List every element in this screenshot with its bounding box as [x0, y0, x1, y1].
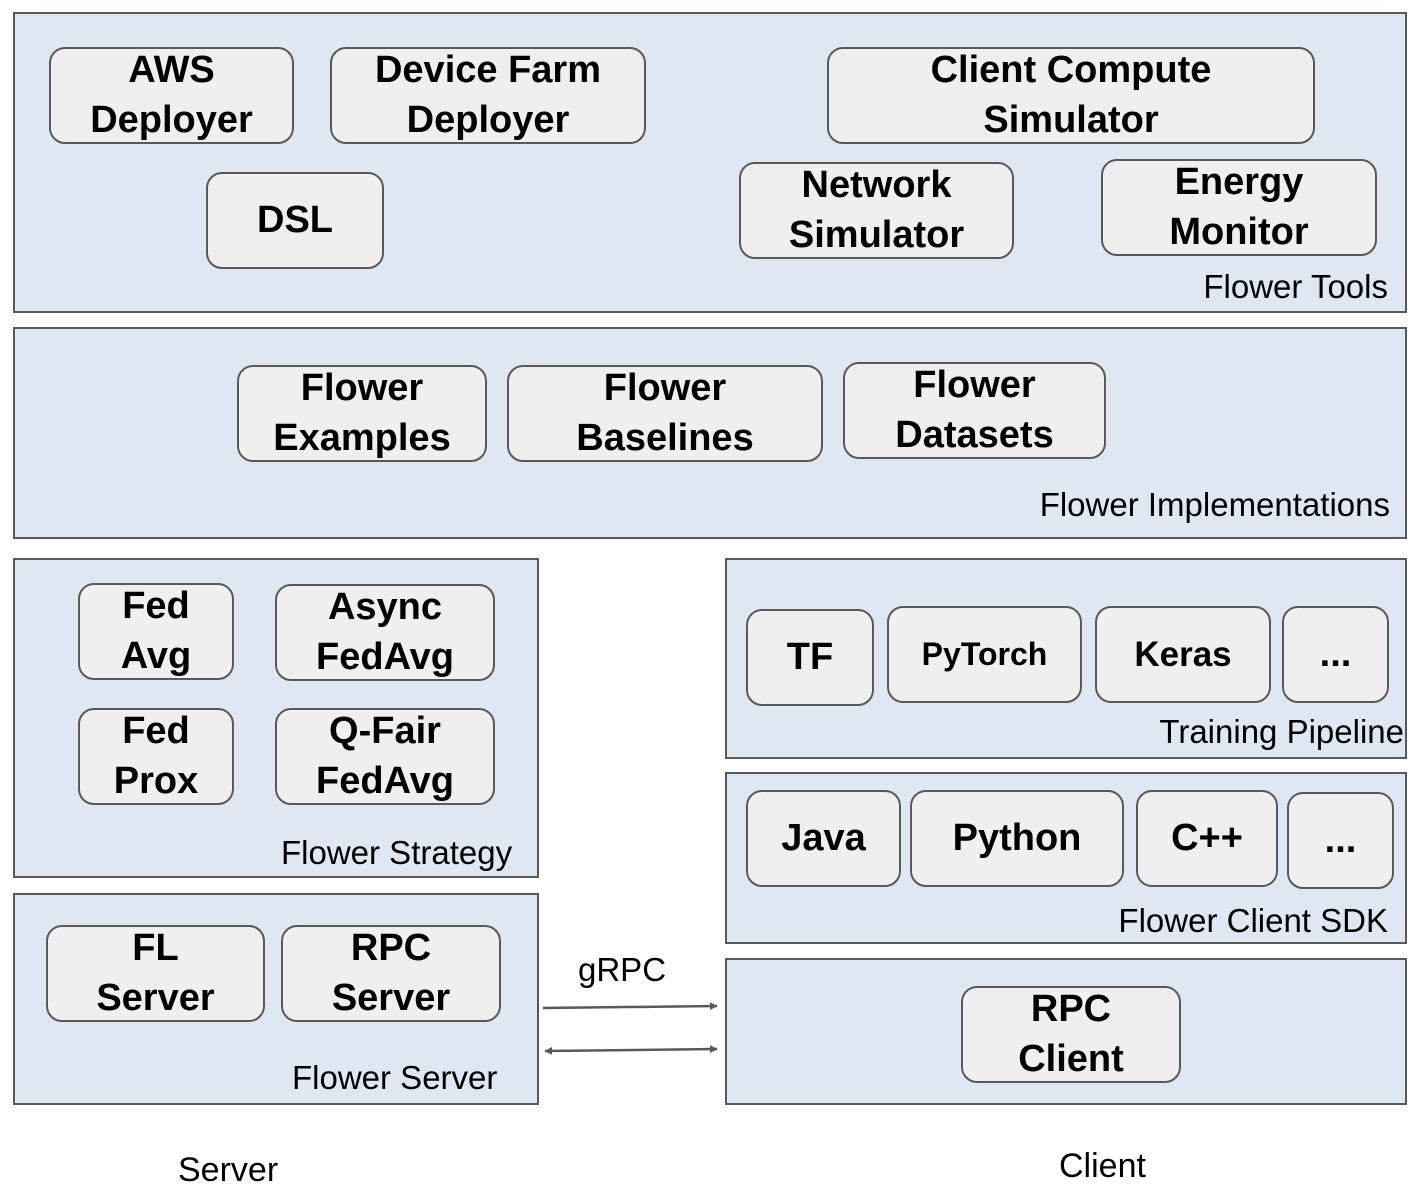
grpc-label: gRPC	[578, 951, 667, 988]
client-compute-simulator-label: Client Compute Simulator	[930, 49, 1212, 141]
network-simulator-label: Network Simulator	[788, 164, 965, 256]
tf-box: TF	[746, 609, 874, 706]
training-more-box: ...	[1282, 606, 1389, 703]
energy-monitor-box: Energy Monitor	[1101, 159, 1377, 256]
server-section-label: Server	[178, 1151, 279, 1189]
client-section-label: Client	[1059, 1147, 1146, 1185]
flower-implementations-label: Flower Implementations	[1039, 486, 1390, 523]
fedavg-box: Fed Avg	[78, 583, 234, 680]
fl-server-box: FL Server	[46, 925, 265, 1022]
rpc-server-label: RPC Server	[331, 927, 451, 1019]
pytorch-label: PyTorch	[921, 635, 1048, 672]
fedprox-label: Fed Prox	[113, 710, 199, 802]
flower-server-label: Flower Server	[292, 1059, 498, 1096]
keras-label: Keras	[1134, 634, 1232, 674]
java-box: Java	[746, 790, 901, 887]
rpc-server-box: RPC Server	[281, 925, 501, 1022]
java-label: Java	[781, 816, 866, 859]
cpp-label: C++	[1171, 816, 1243, 859]
aws-deployer-box: AWS Deployer	[49, 47, 294, 144]
flower-strategy-label: Flower Strategy	[281, 834, 513, 871]
async-fedavg-box: Async FedAvg	[275, 584, 495, 681]
flower-client-sdk-label: Flower Client SDK	[1118, 902, 1388, 939]
flower-datasets-box: Flower Datasets	[843, 362, 1106, 459]
training-pipeline-label: Training Pipeline	[1159, 713, 1404, 750]
flower-baselines-label: Flower Baselines	[576, 367, 754, 459]
aws-deployer-label: AWS Deployer	[90, 49, 253, 141]
tf-label: TF	[786, 635, 834, 678]
client-compute-simulator-box: Client Compute Simulator	[827, 47, 1315, 144]
fedprox-box: Fed Prox	[78, 708, 234, 805]
async-fedavg-label: Async FedAvg	[316, 586, 454, 678]
grpc-bidirectional-arrow	[544, 1045, 718, 1055]
qfair-fedavg-box: Q-Fair FedAvg	[275, 708, 495, 805]
rpc-client-label: RPC Client	[1018, 988, 1124, 1080]
python-label: Python	[952, 816, 1082, 859]
training-more-label: ...	[1319, 632, 1352, 675]
flower-baselines-box: Flower Baselines	[507, 365, 823, 462]
network-simulator-box: Network Simulator	[739, 162, 1014, 259]
fedavg-label: Fed Avg	[120, 585, 192, 677]
flower-tools-label: Flower Tools	[1203, 268, 1388, 305]
python-box: Python	[910, 790, 1124, 887]
dsl-box: DSL	[206, 172, 384, 269]
dsl-label: DSL	[257, 198, 333, 241]
fl-server-label: FL Server	[96, 927, 215, 1019]
cpp-box: C++	[1136, 790, 1278, 887]
device-farm-deployer-box: Device Farm Deployer	[330, 47, 646, 144]
grpc-request-arrow	[542, 1002, 718, 1011]
flower-examples-box: Flower Examples	[237, 365, 487, 462]
rpc-client-box: RPC Client	[961, 986, 1181, 1083]
energy-monitor-label: Energy Monitor	[1169, 161, 1309, 253]
pytorch-box: PyTorch	[887, 606, 1082, 703]
keras-box: Keras	[1095, 606, 1271, 703]
sdk-more-label: ...	[1324, 818, 1357, 861]
device-farm-deployer-label: Device Farm Deployer	[374, 49, 601, 141]
qfair-fedavg-label: Q-Fair FedAvg	[316, 710, 454, 802]
flower-datasets-label: Flower Datasets	[895, 364, 1054, 456]
sdk-more-box: ...	[1287, 792, 1394, 889]
flower-examples-label: Flower Examples	[273, 367, 451, 459]
